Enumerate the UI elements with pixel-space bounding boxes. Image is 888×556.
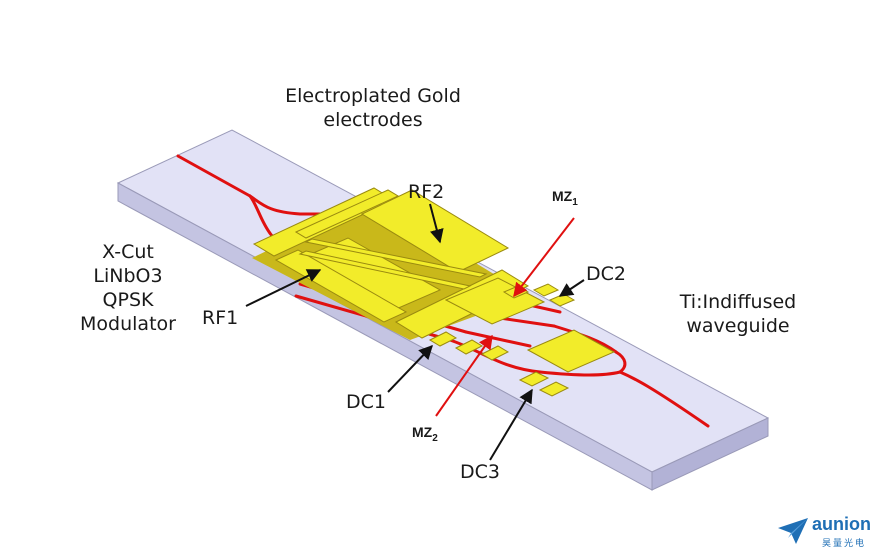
- electrode-mid-strip-a: [304, 238, 488, 278]
- electrodes-title-line2: electrodes: [323, 109, 423, 131]
- modulator-label-line2: LiNbO3: [93, 265, 163, 287]
- mz2-arrow: [435, 334, 493, 417]
- mz1-arrow: [513, 217, 575, 298]
- waveguide-combine-join: [614, 350, 627, 374]
- mz2-dc-pad-large: [526, 329, 616, 373]
- rf1-arrow: [245, 269, 322, 307]
- dc1-arrow: [387, 344, 433, 393]
- dc3-pad-a: [518, 371, 550, 387]
- rf2-label: RF2: [408, 181, 445, 203]
- rf1-label: RF1: [202, 307, 239, 329]
- mz2-label-sub: 2: [432, 432, 438, 444]
- brand-logo: aunion 昊量光电: [776, 514, 884, 552]
- waveguide-input: [176, 154, 252, 198]
- brand-name: aunion: [812, 514, 871, 534]
- dc2-arrow: [558, 279, 585, 297]
- dc3-arrow: [489, 388, 533, 461]
- waveguide-label-line2: waveguide: [686, 315, 790, 337]
- leader-lines: [245, 203, 585, 461]
- waveguide-mz2-upper: [464, 330, 532, 348]
- dc1-label: DC1: [346, 391, 386, 413]
- mz2-label: MZ2: [412, 424, 438, 444]
- waveguide-split-upper: [248, 194, 348, 216]
- mz2-label-base: MZ: [412, 424, 433, 440]
- mz1-label-base: MZ: [552, 188, 573, 204]
- waveguide-combine-lower: [538, 370, 622, 377]
- dc3-label: DC3: [460, 461, 500, 483]
- paper-plane-icon: [778, 518, 808, 544]
- dc2-label: DC2: [586, 263, 626, 285]
- electrode-upper-strip: [294, 189, 400, 239]
- waveguide-label-line1: Ti:Indiffused: [679, 291, 797, 313]
- waveguide-label: Ti:Indiffused waveguide: [668, 290, 808, 338]
- modulator-label: X-Cut LiNbO3 QPSK Modulator: [68, 240, 188, 336]
- electrode-lower-strip: [274, 249, 408, 323]
- modulator-label-line1: X-Cut: [102, 241, 154, 263]
- modulator-label-line4: Modulator: [80, 313, 176, 335]
- electrode-mid-strip-b: [298, 250, 472, 290]
- rf2-arrow: [429, 203, 444, 244]
- substrate-end-face: [651, 417, 769, 491]
- mz1-label-sub: 1: [572, 196, 578, 208]
- waveguide-output: [618, 370, 710, 428]
- electrodes-title-line1: Electroplated Gold: [285, 85, 461, 107]
- dc2-pad-b: [532, 283, 560, 297]
- dc3-pad-b: [538, 381, 570, 397]
- modulator-label-line3: QPSK: [102, 289, 154, 311]
- dc1-pad-a: [428, 331, 458, 347]
- mz1-label: MZ1: [552, 188, 578, 208]
- brand-subtitle: 昊量光电: [822, 539, 867, 549]
- electrodes-title: Electroplated Gold electrodes: [268, 84, 478, 132]
